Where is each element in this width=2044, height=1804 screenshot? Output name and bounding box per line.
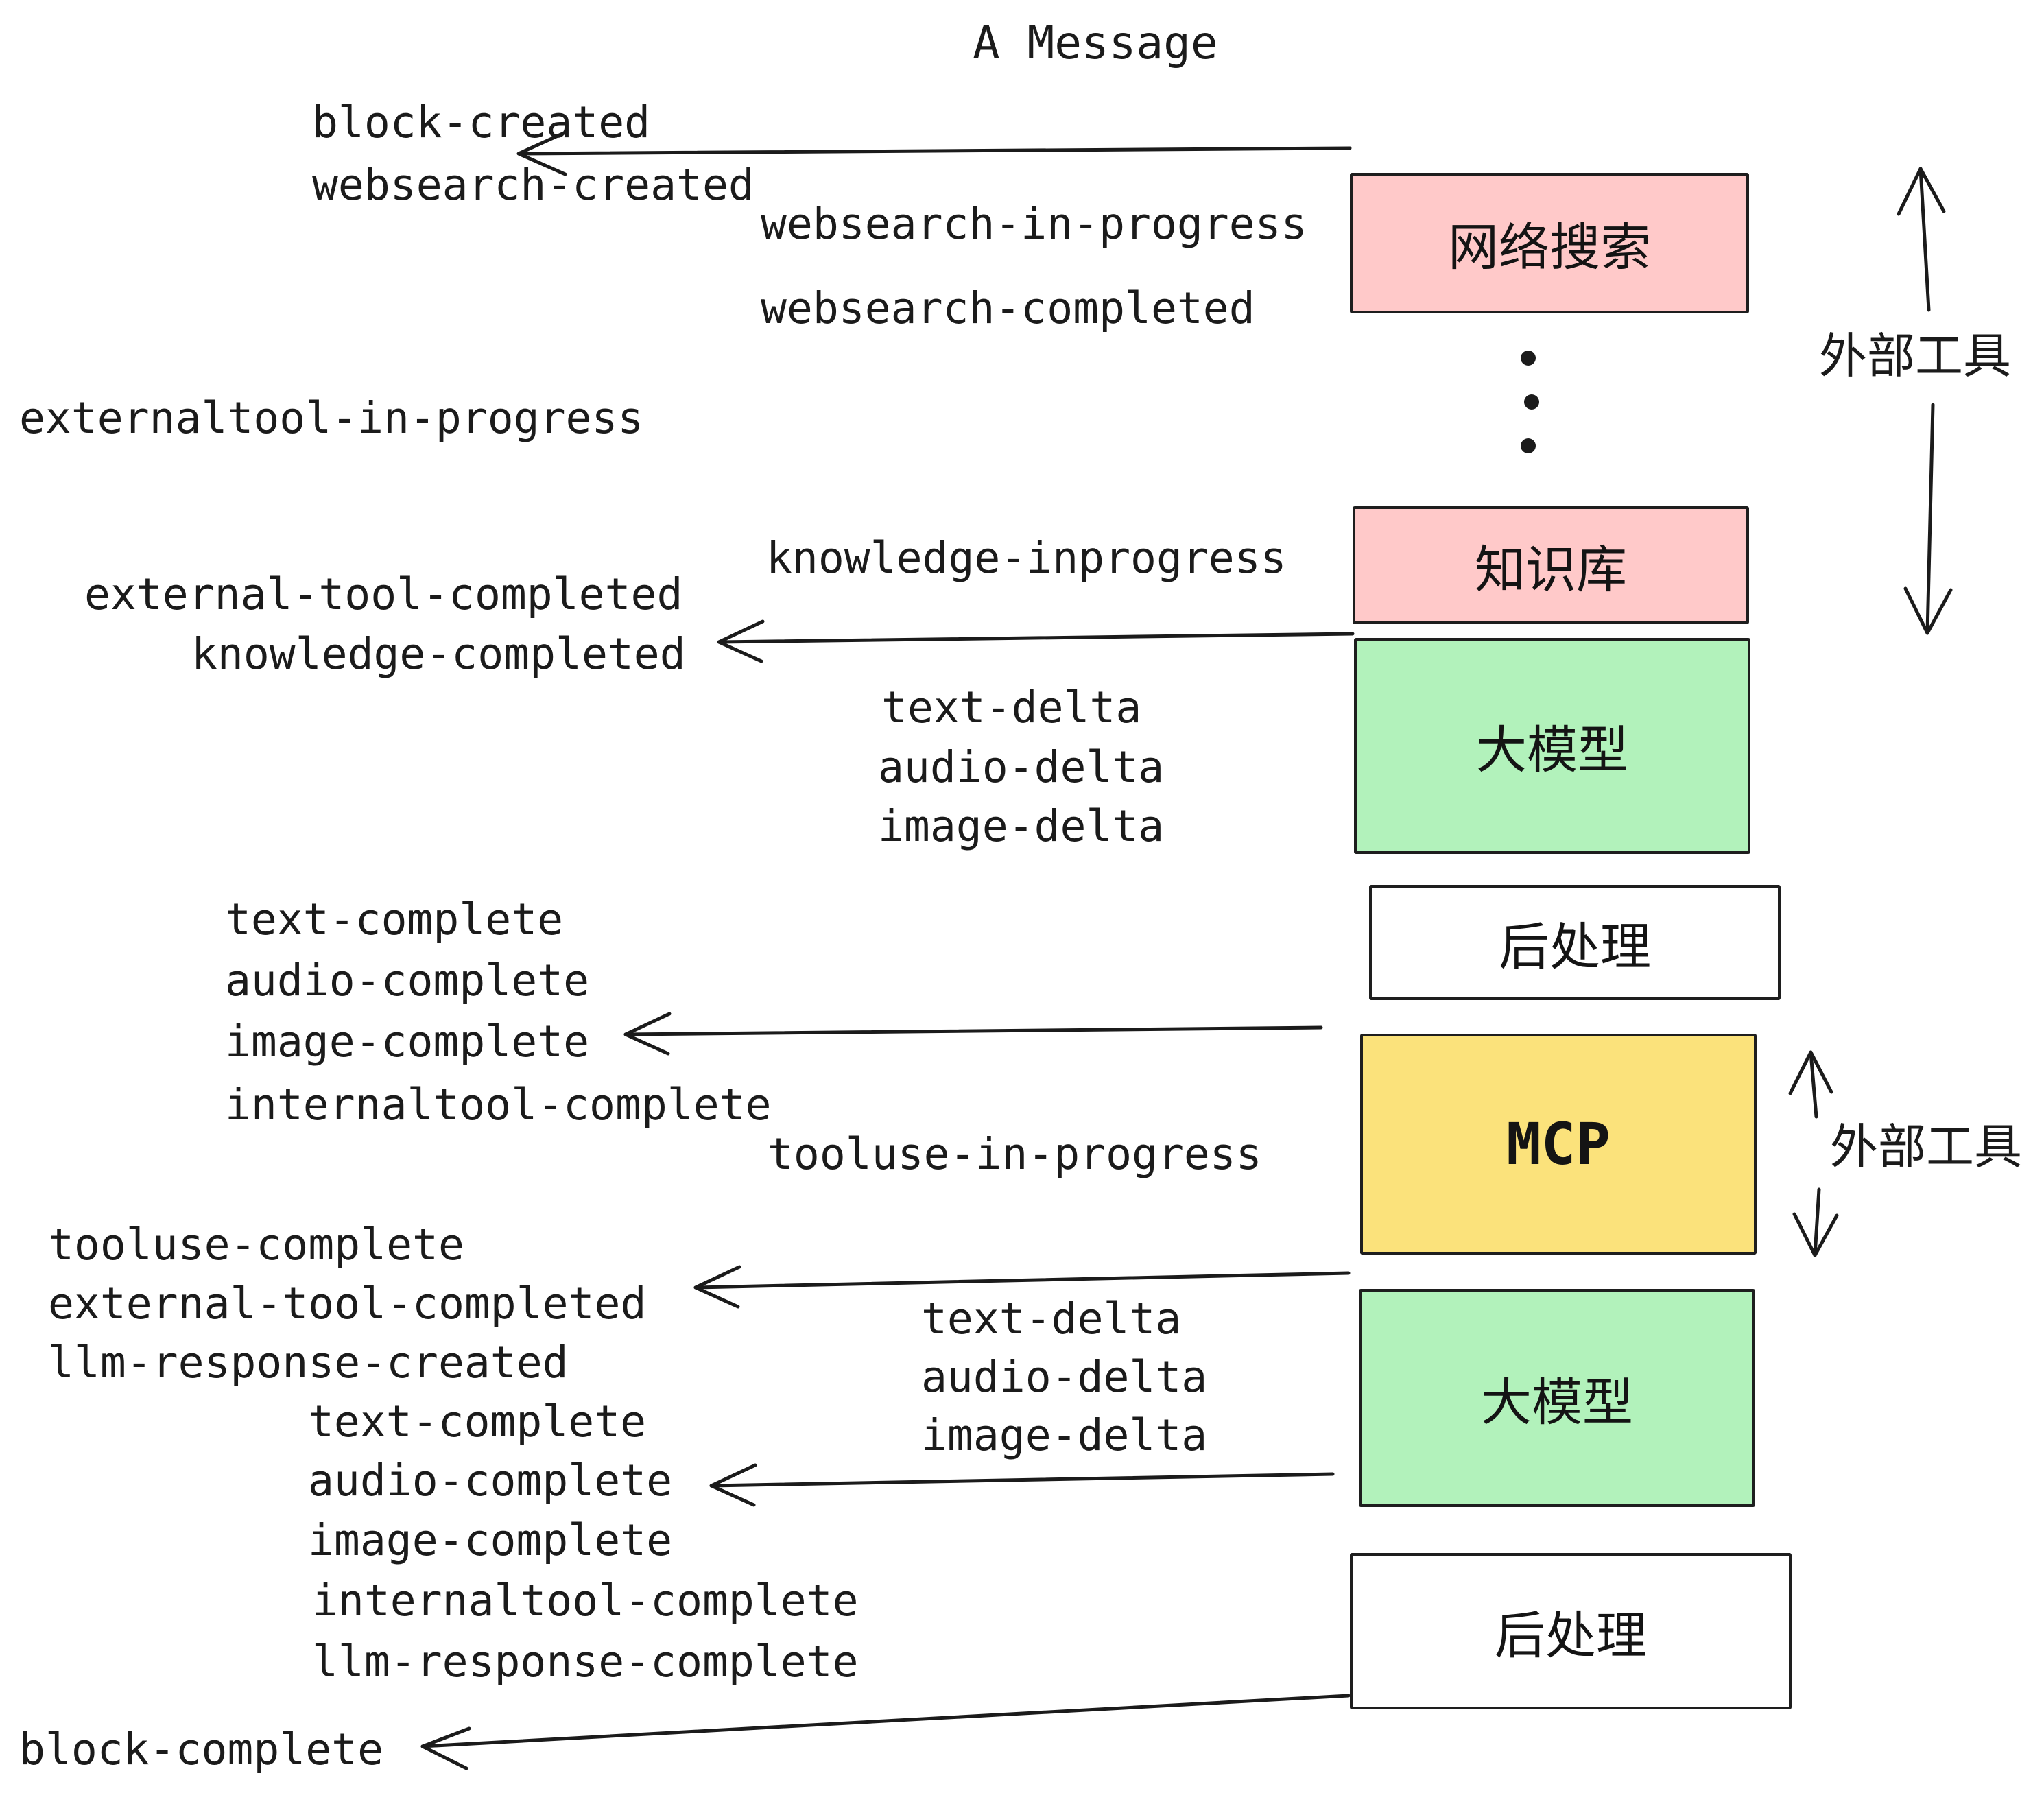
- event-label: image-complete: [225, 1017, 590, 1067]
- event-label: tooluse-in-progress: [768, 1129, 1262, 1179]
- event-label: image-complete: [308, 1515, 673, 1565]
- websearch-box-label: 网络搜索: [1448, 218, 1651, 277]
- external-tools-up-arrow-bottom: [1788, 1050, 1833, 1119]
- llm-box-top: 大模型: [1354, 638, 1750, 854]
- event-label: external-tool-completed: [48, 1279, 647, 1329]
- event-label: block-created: [312, 97, 651, 147]
- postprocess-box-bottom: 后处理: [1350, 1553, 1792, 1709]
- event-label: audio-delta: [878, 742, 1165, 792]
- event-label: image-delta: [921, 1410, 1208, 1460]
- event-label: audio-delta: [921, 1352, 1208, 1402]
- vertical-ellipsis: [1521, 351, 1539, 453]
- event-label: text-complete: [308, 1397, 647, 1447]
- event-label: externaltool-in-progress: [19, 393, 644, 443]
- event-label: audio-complete: [308, 1456, 673, 1506]
- knowledge-box-label: 知识库: [1475, 540, 1627, 600]
- event-label: websearch-completed: [761, 283, 1255, 333]
- event-label: block-complete: [19, 1724, 384, 1775]
- event-label: llm-response-complete: [312, 1637, 859, 1687]
- event-label: text-delta: [921, 1294, 1182, 1344]
- external-tools-down-arrow-bottom: [1792, 1187, 1839, 1257]
- arrow-to-block-complete: [420, 1694, 1351, 1770]
- event-label: text-complete: [225, 894, 564, 945]
- event-label: websearch-in-progress: [761, 199, 1307, 249]
- event-label: websearch-created: [312, 160, 754, 210]
- event-label: text-delta: [881, 683, 1142, 733]
- websearch-box: 网络搜索: [1350, 173, 1749, 313]
- event-label: external-tool-completed: [84, 569, 683, 619]
- event-label: tooluse-complete: [48, 1220, 464, 1270]
- postprocess-box-top: 后处理: [1369, 885, 1781, 1000]
- event-label: knowledge-inprogress: [766, 533, 1287, 583]
- knowledge-box: 知识库: [1353, 506, 1749, 624]
- external-tools-label-top: 外部工具: [1819, 328, 2011, 384]
- arrow-to-knowledge-completed: [717, 619, 1355, 663]
- event-label: audio-complete: [225, 956, 590, 1006]
- llm-box-bottom-label: 大模型: [1481, 1373, 1633, 1432]
- external-tools-label-bottom: 外部工具: [1830, 1119, 2022, 1175]
- event-label: internaltool-complete: [225, 1080, 772, 1130]
- mcp-box-label: MCP: [1506, 1111, 1611, 1178]
- event-label: internaltool-complete: [312, 1576, 859, 1626]
- external-tools-down-arrow-top: [1903, 403, 1953, 635]
- event-label: image-delta: [878, 801, 1165, 851]
- postprocess-box-top-label: 后处理: [1499, 917, 1651, 977]
- arrow-to-audio-complete: [709, 1463, 1335, 1507]
- llm-box-bottom: 大模型: [1359, 1289, 1755, 1507]
- external-tools-up-arrow-top: [1897, 167, 1946, 312]
- page-title: A Message: [973, 16, 1218, 69]
- arrow-to-image-complete: [623, 1012, 1323, 1056]
- postprocess-box-bottom-label: 后处理: [1495, 1606, 1647, 1665]
- event-label: llm-response-created: [48, 1338, 569, 1388]
- mcp-box: MCP: [1360, 1034, 1757, 1255]
- event-label: knowledge-completed: [191, 629, 686, 679]
- llm-box-top-label: 大模型: [1476, 721, 1628, 780]
